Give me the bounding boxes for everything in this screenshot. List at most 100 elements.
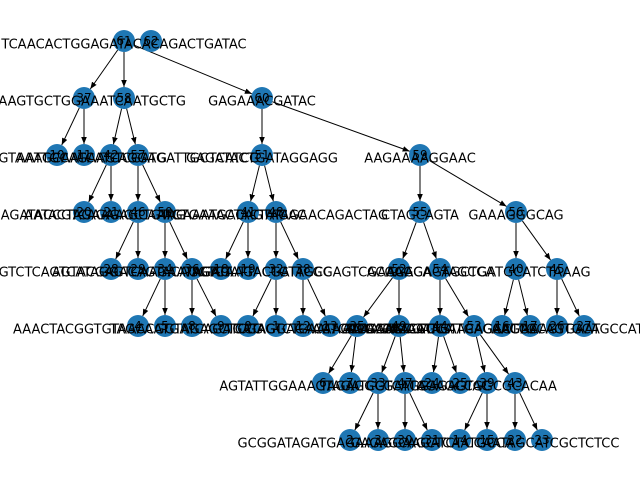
sequence-label: CTAGCAGTA — [381, 209, 459, 224]
node-32: 32 — [265, 258, 287, 280]
node-2: 2 — [339, 429, 361, 451]
edge-51-41 — [249, 165, 260, 202]
node-circle — [505, 258, 527, 280]
node-59: 59 — [409, 144, 431, 166]
node-19: 19 — [237, 258, 259, 280]
edge-61-37 — [89, 49, 119, 90]
edge-33-2 — [354, 392, 374, 431]
node-58: 58 — [113, 87, 135, 109]
node-circle — [546, 258, 568, 280]
node-id-label: 36 — [184, 262, 199, 276]
sequence-label: AAGAAAAGGAAC — [364, 152, 476, 167]
edge-53-43 — [480, 334, 509, 375]
node-47: 47 — [394, 372, 416, 394]
node-circle — [409, 144, 431, 166]
node-id-label: 46 — [130, 205, 145, 219]
node-circle — [312, 372, 334, 394]
sequence-label: TAGAGGCGATGCAGAGTAC — [319, 380, 490, 395]
node-id-label: 21 — [103, 205, 118, 219]
node-33: 33 — [367, 372, 389, 394]
node-circle — [127, 201, 149, 223]
node-id-label: 13 — [322, 319, 337, 333]
node-id-label: 40 — [508, 262, 523, 276]
node-circle — [140, 30, 162, 52]
edge-58-57 — [126, 108, 137, 145]
node-circle — [573, 315, 595, 337]
node-circle — [292, 258, 314, 280]
edges-layer — [61, 44, 580, 431]
node-22: 22 — [504, 429, 526, 451]
node-id-label: 51 — [254, 148, 269, 162]
node-12: 12 — [292, 315, 314, 337]
sequence-label: AGGAGATAGCCA — [345, 323, 453, 338]
node-circle — [476, 372, 498, 394]
sequence-label: AAACTACGGTGTAAACGGTAGAGCTCCG — [13, 323, 263, 338]
node-id-label: 20 — [76, 205, 91, 219]
node-31: 31 — [421, 429, 443, 451]
node-circle — [292, 315, 314, 337]
node-circle — [210, 258, 232, 280]
edge-37-10 — [61, 107, 80, 146]
node-id-label: 39 — [479, 376, 494, 390]
node-circle — [429, 258, 451, 280]
node-circle — [476, 429, 498, 451]
node-id-label: 15 — [479, 433, 494, 447]
node-id-label: 47 — [397, 376, 412, 390]
sequence-label: AGAGATACCGTCAGAAGCTGTAG — [0, 209, 186, 224]
node-circle — [388, 258, 410, 280]
node-id-label: 0 — [244, 319, 252, 333]
node-circle — [113, 87, 135, 109]
node-circle — [127, 258, 149, 280]
edge-48-38 — [280, 221, 299, 260]
node-id-label: 5 — [161, 319, 169, 333]
node-id-label: 54 — [432, 262, 447, 276]
node-11: 11 — [73, 144, 95, 166]
node-id-label: 29 — [130, 262, 145, 276]
node-10: 10 — [46, 144, 68, 166]
node-circle — [319, 315, 341, 337]
node-id-label: 60 — [254, 91, 269, 105]
edge-57-50 — [142, 164, 161, 203]
node-28: 28 — [100, 258, 122, 280]
node-id-label: 50 — [157, 205, 172, 219]
node-circle — [388, 315, 410, 337]
edge-34-4 — [142, 278, 161, 317]
node-8: 8 — [181, 315, 203, 337]
node-circle — [265, 201, 287, 223]
node-17: 17 — [519, 315, 541, 337]
node-id-label: 56 — [508, 205, 523, 219]
node-circle — [154, 258, 176, 280]
node-id-label: 59 — [412, 148, 427, 162]
node-id-label: 16 — [494, 319, 509, 333]
node-circle — [154, 315, 176, 337]
node-id-label: 37 — [76, 91, 91, 105]
node-circle — [127, 315, 149, 337]
edge-54-53 — [445, 278, 469, 317]
node-circle — [504, 372, 526, 394]
node-16: 16 — [491, 315, 513, 337]
node-circle — [73, 144, 95, 166]
node-circle — [154, 201, 176, 223]
sequence-label: AGTCTCAGTCATAGGACAGTACAGGTCT — [0, 266, 232, 281]
sequence-label: AGTACGAGTCAAGAATAGATAAGACTGTAGCC — [52, 266, 332, 281]
edge-32-0 — [252, 278, 272, 317]
sequence-label: GCGGATAGATGAGAAAGGAAGATCT — [238, 437, 463, 452]
node-38: 38 — [292, 258, 314, 280]
node-46: 46 — [127, 201, 149, 223]
node-circle — [73, 201, 95, 223]
sequence-label: TCAAGTGCTGGAAATCAATGCTG — [0, 95, 186, 110]
node-id-label: 33 — [370, 376, 385, 390]
node-60: 60 — [251, 87, 273, 109]
node-circle — [367, 372, 389, 394]
node-61: 61 — [113, 30, 135, 52]
edge-44-25 — [443, 336, 457, 373]
edge-49-33 — [381, 336, 396, 373]
sequence-label: AATACTAGAAGAGCAATCTGAAGACAGTAGAC — [24, 209, 306, 224]
edge-53-39 — [475, 336, 486, 373]
node-44: 44 — [429, 315, 451, 337]
node-circle — [46, 144, 68, 166]
edge-60-59 — [272, 101, 410, 152]
node-circle — [394, 429, 416, 451]
node-circle — [251, 87, 273, 109]
node-0: 0 — [237, 315, 259, 337]
